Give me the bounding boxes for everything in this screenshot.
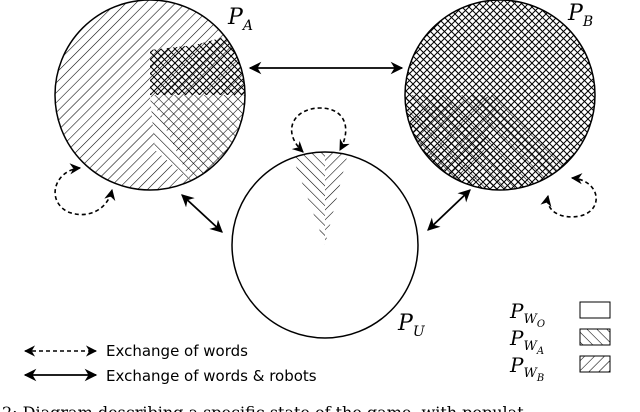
caption-fragment: 2: Diagram describing a specific state o… (2, 403, 524, 412)
self-loop-b (540, 173, 597, 218)
legend-wb-swatch (579, 355, 611, 373)
population-a-circle (54, 0, 246, 191)
arrow-a-u (181, 194, 223, 233)
self-loop-u (291, 107, 350, 153)
label-a-sub: A (241, 18, 253, 34)
label-population-b: PB (567, 1, 593, 30)
legend-wa-swatch (579, 328, 611, 346)
legend-dashed-label: Exchange of words (106, 342, 248, 360)
label-population-a: PA (227, 5, 253, 34)
label-u-sub: U (413, 324, 426, 340)
legend-solid-label: Exchange of words & robots (106, 367, 317, 385)
population-b-circle (404, 0, 596, 191)
pattern-legend: PWO PWA PWB (509, 299, 611, 384)
label-population-u: PU (397, 311, 426, 340)
label-a-main: P (227, 5, 244, 30)
legend-wb-label: PWB (509, 353, 544, 384)
label-b-sub: B (582, 14, 593, 30)
self-loop-a (54, 163, 116, 216)
population-u-circle (231, 151, 419, 339)
legend-wa-label: PWA (509, 326, 544, 357)
label-b-main: P (567, 1, 584, 26)
arrow-legend: Exchange of words Exchange of words & ro… (23, 342, 317, 385)
arrow-b-u (427, 189, 471, 231)
legend-wo-swatch (579, 301, 611, 319)
label-u-main: P (397, 311, 414, 336)
legend-wo-label: PWO (509, 299, 545, 330)
